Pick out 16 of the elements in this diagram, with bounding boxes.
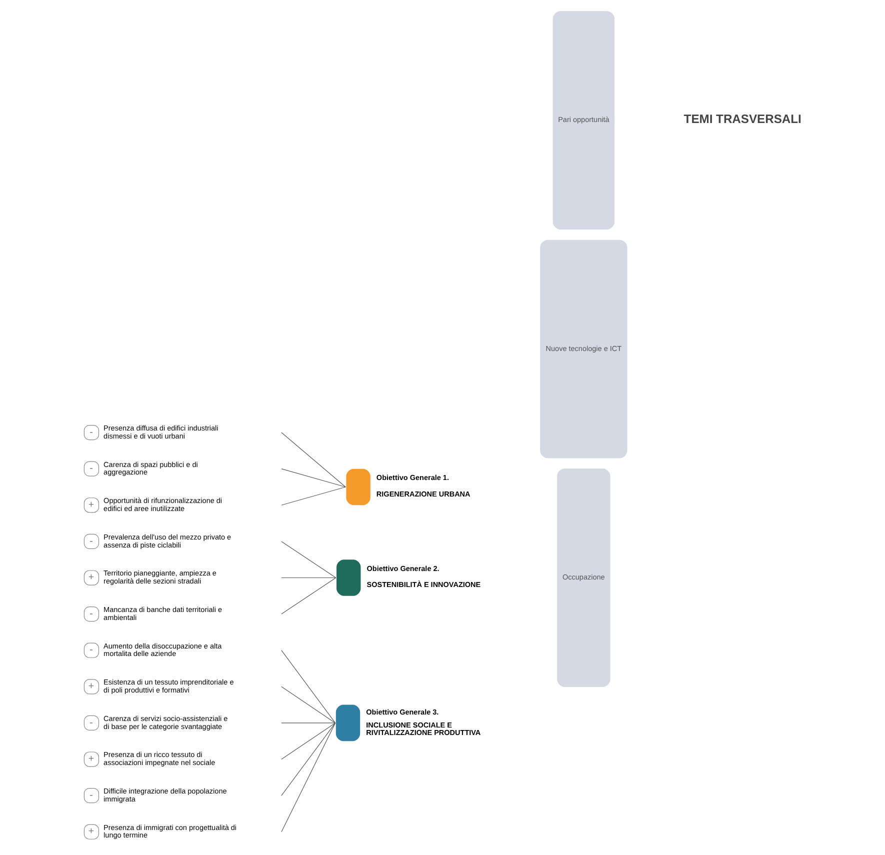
connector (280, 650, 336, 723)
connector (280, 540, 336, 578)
connector (280, 432, 346, 487)
connector (280, 468, 346, 487)
connector (280, 722, 336, 832)
connector (280, 722, 336, 760)
connector (280, 722, 336, 796)
node-box (346, 468, 370, 505)
label: TEMI TRASVERSALI (683, 111, 801, 126)
connector (280, 576, 336, 614)
connector (280, 722, 336, 723)
node-box (336, 559, 360, 596)
connector (280, 686, 336, 723)
connector (280, 576, 336, 578)
connector (280, 486, 346, 505)
node-box (335, 704, 360, 741)
